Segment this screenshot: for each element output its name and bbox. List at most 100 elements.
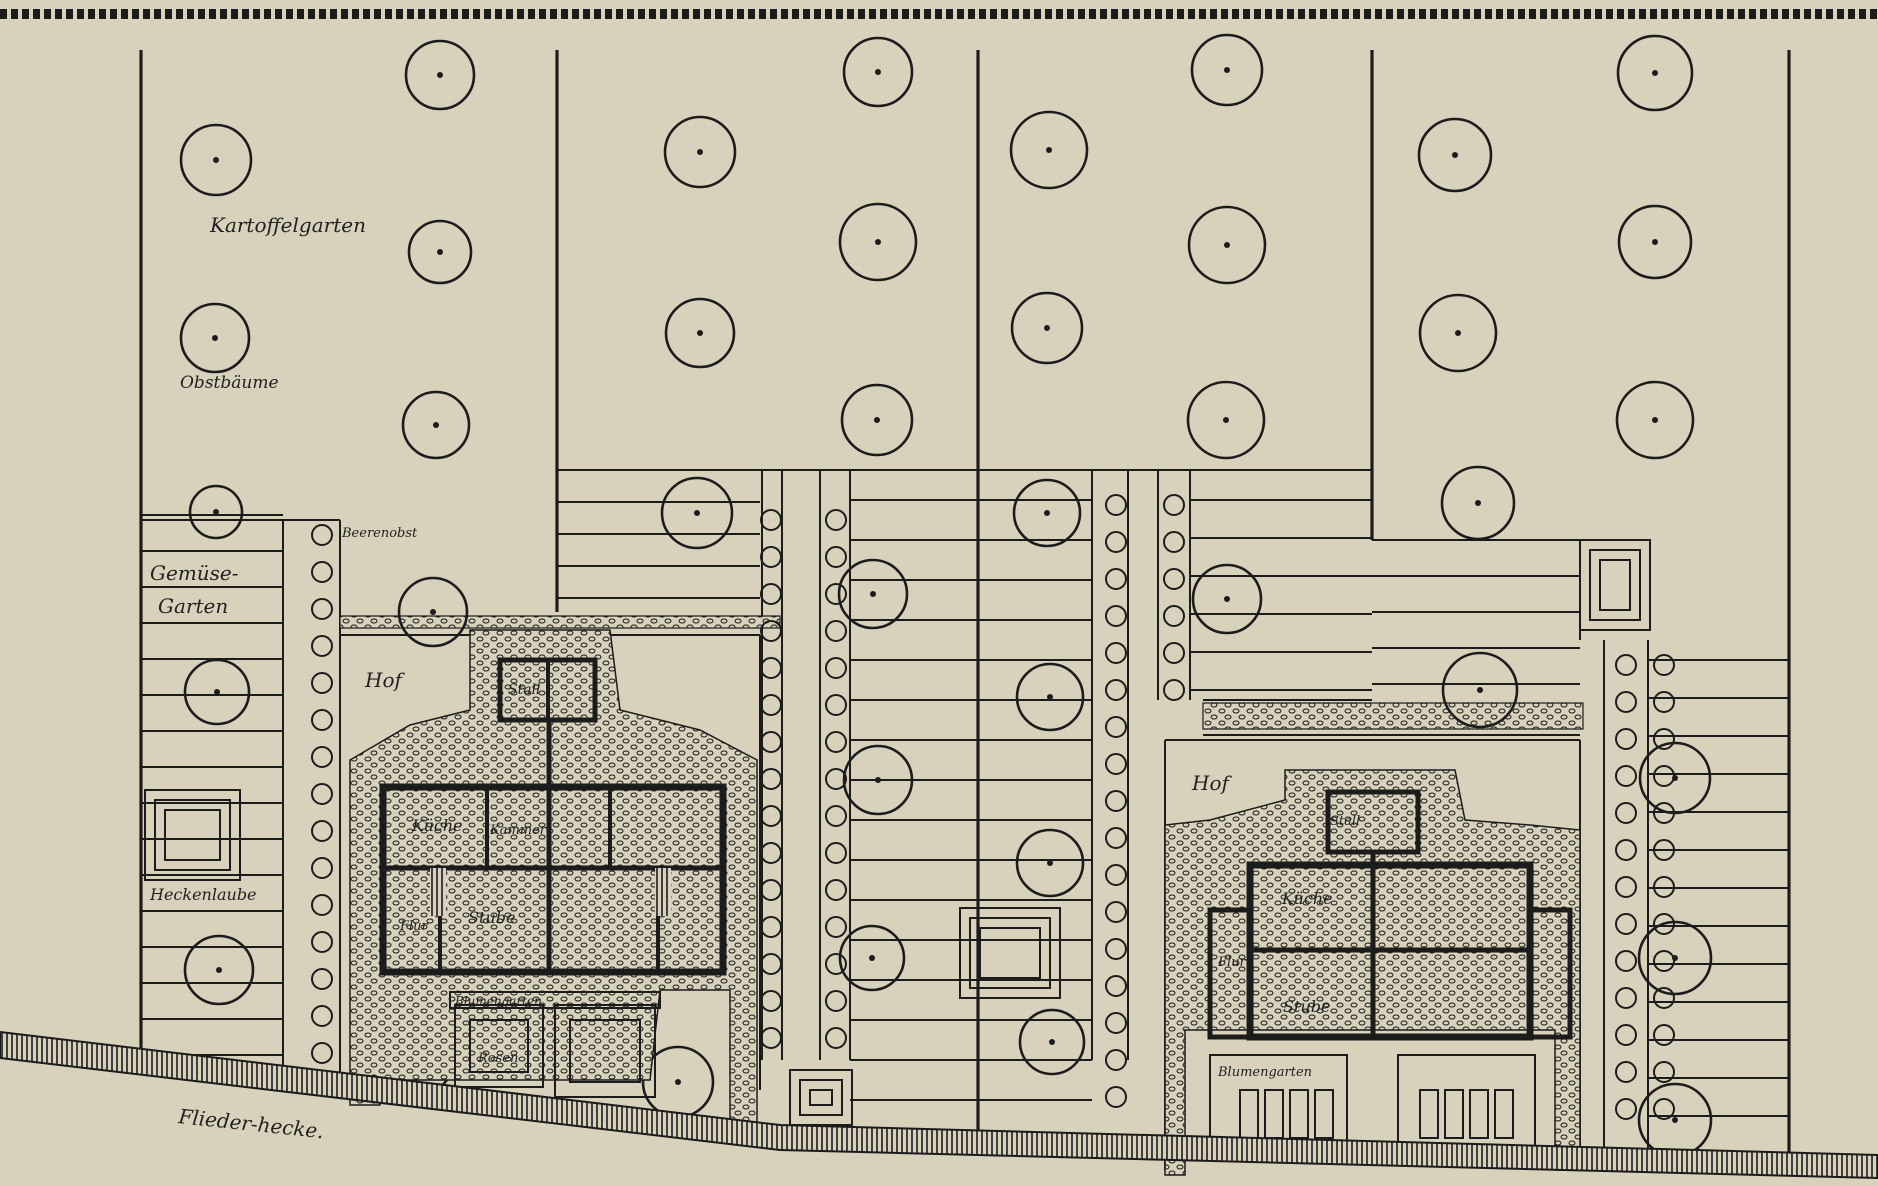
tree (1637, 1082, 1713, 1158)
tree-crown (1638, 741, 1712, 815)
tree-crown (179, 302, 251, 374)
bead (760, 546, 782, 568)
tree-trunk (1672, 775, 1678, 781)
bead (1105, 975, 1127, 997)
tree (660, 476, 734, 550)
bead (1615, 1098, 1637, 1120)
house-left (349, 629, 758, 1143)
tree (1015, 828, 1085, 898)
bead (825, 842, 847, 864)
bead (311, 709, 333, 731)
bead (1653, 691, 1675, 713)
tree-trunk (212, 335, 218, 341)
bead (1163, 494, 1185, 516)
label-gemuese-1: Gemüse- (150, 561, 239, 585)
tree-trunk (1044, 325, 1050, 331)
tree-crown (1009, 110, 1089, 190)
tree-crown (1441, 651, 1519, 729)
label-flur-right: Flur (1217, 955, 1247, 970)
tree-crown (179, 123, 253, 197)
bead (311, 635, 333, 657)
bead (1105, 642, 1127, 664)
flower-bed (1289, 1089, 1309, 1139)
tree-trunk (1224, 67, 1230, 73)
lilac-hedge (0, 1030, 1878, 1180)
bead (825, 657, 847, 679)
bead (1105, 753, 1127, 775)
label-stall-left: Stall (508, 682, 541, 698)
bead (311, 1005, 333, 1027)
bead (760, 583, 782, 605)
bead (1653, 1061, 1675, 1083)
tree (179, 123, 253, 197)
flower-bed (1494, 1089, 1514, 1139)
bead (1615, 987, 1637, 1009)
tree-crown (407, 219, 473, 285)
tree-crown (1186, 380, 1266, 460)
bead (1653, 950, 1675, 972)
tree (663, 115, 737, 189)
bead (825, 731, 847, 753)
arbor-ring (1579, 539, 1651, 631)
tree-trunk (213, 509, 219, 515)
tree (1012, 478, 1082, 548)
tree (1440, 465, 1516, 541)
tree-trunk (1672, 955, 1678, 961)
bead (1105, 938, 1127, 960)
bead (1615, 691, 1637, 713)
bead (311, 968, 333, 990)
bead (1615, 765, 1637, 787)
tree-crown (1418, 293, 1498, 373)
tree-crown (401, 390, 471, 460)
bead-rows (311, 494, 1675, 1120)
tree-trunk (437, 249, 443, 255)
tree-trunk (1672, 1117, 1678, 1123)
label-kueche-right: Küche (1281, 889, 1333, 908)
tree-trunk (437, 72, 443, 78)
tree (1615, 380, 1695, 460)
tree-crown (183, 658, 251, 726)
flower-bed (1314, 1089, 1334, 1139)
tree-crown (1615, 380, 1695, 460)
tree-crown (842, 36, 914, 108)
tree (1191, 563, 1263, 635)
tree (842, 36, 914, 108)
tree (1616, 34, 1694, 112)
tree-trunk (1452, 152, 1458, 158)
bead (825, 694, 847, 716)
bead (760, 879, 782, 901)
arbor-ring (789, 1069, 853, 1126)
flower-bed (1469, 1089, 1489, 1139)
flower-bed (1239, 1089, 1259, 1139)
bead (760, 620, 782, 642)
label-blumengarten-left: Blumengarten (454, 994, 542, 1008)
tree-trunk (1477, 687, 1483, 693)
bead (1615, 913, 1637, 935)
tree (1441, 651, 1519, 729)
tree (1186, 380, 1266, 460)
hedge-arbor (144, 789, 241, 881)
bead (311, 561, 333, 583)
tree-trunk (216, 967, 222, 973)
bead (825, 509, 847, 531)
tree (1015, 662, 1085, 732)
tree (838, 924, 906, 992)
arbor-ring (1589, 549, 1641, 621)
tree-trunk (875, 239, 881, 245)
label-beerenobst: Beerenobst (341, 526, 418, 541)
bead (311, 820, 333, 842)
bead (1105, 605, 1127, 627)
tree (1018, 1008, 1086, 1076)
bead (760, 805, 782, 827)
bead (760, 731, 782, 753)
bead (311, 524, 333, 546)
tree (641, 1045, 715, 1119)
tree (1617, 204, 1693, 280)
tree-crown (397, 576, 469, 648)
fence-strips (339, 615, 1584, 730)
bead (1105, 790, 1127, 812)
tree-trunk (1046, 147, 1052, 153)
tree-crown (1440, 465, 1516, 541)
tree-crown (1015, 828, 1085, 898)
arbor-ring (799, 1079, 843, 1116)
